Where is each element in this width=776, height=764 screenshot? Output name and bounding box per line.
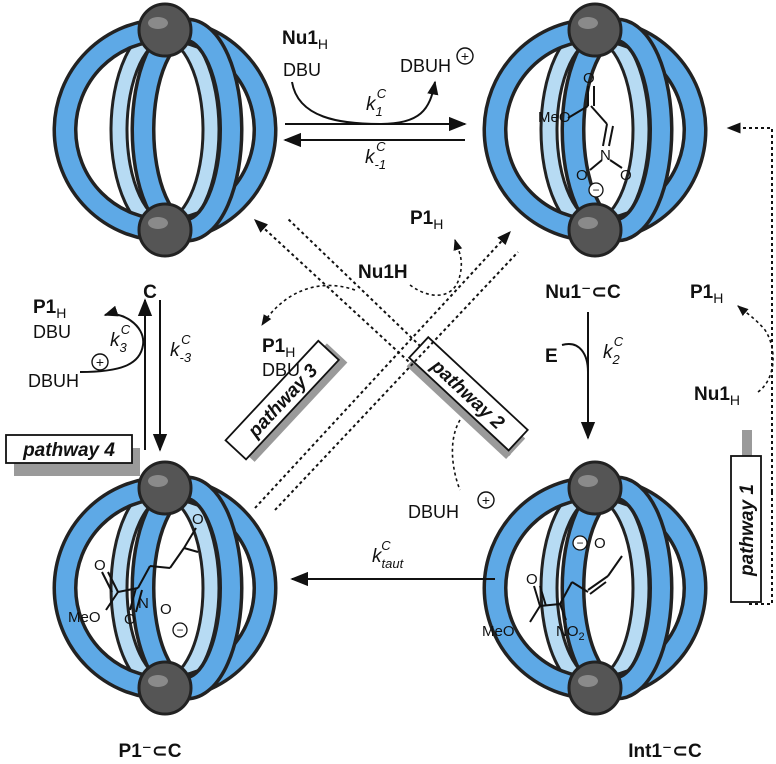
- meo-label-2: MeO: [482, 623, 515, 640]
- rate-ktaut: ktautC: [372, 538, 405, 571]
- pathway-4-label: pathway 4: [22, 440, 115, 461]
- rate-k1: k1C: [366, 86, 387, 119]
- no2-label: NO2: [556, 623, 585, 643]
- label-p1-complex: P1⁻⊂C: [119, 741, 182, 762]
- molecule-int1: [529, 555, 623, 623]
- molecule-p1: [101, 527, 199, 613]
- rate-km3: k-3C: [170, 332, 192, 365]
- n-label-1: N: [600, 147, 611, 164]
- svg-text:−: −: [576, 536, 583, 550]
- curve-arrow-k3: [79, 305, 145, 373]
- curve-arrow-pathway-3-top: [409, 238, 463, 297]
- rate-k2: k2C: [603, 334, 624, 367]
- rate-km1: k-1C: [365, 139, 386, 172]
- reagent-p1h-left: P1H: [33, 297, 66, 321]
- o-label-7: O: [94, 557, 106, 574]
- curve-arrow-pathway-2: [451, 419, 461, 491]
- reagent-p1h-right: P1H: [690, 282, 723, 306]
- charge-minus-2: [572, 535, 588, 551]
- curve-arrow-e: [561, 343, 589, 373]
- label-c: C: [143, 282, 157, 303]
- reagent-dbu-mid: DBU: [262, 360, 300, 380]
- reagent-nu1h-top: Nu1H: [282, 28, 328, 52]
- reagent-dbu-top: DBU: [283, 60, 321, 80]
- reagent-e: E: [545, 346, 558, 367]
- pathway-2-box-group: pathway 2: [406, 335, 529, 460]
- pathway-4-box: [5, 434, 133, 464]
- pathway-1-box: [730, 455, 762, 603]
- curve-arrow-pathway-1: [737, 305, 774, 393]
- rate-k3: k3C: [110, 322, 131, 355]
- curve-arrow-pathway-3-left: [261, 284, 356, 326]
- arrow-pathway-3: [254, 230, 511, 509]
- reagent-dbuh-left: DBUH: [28, 371, 79, 391]
- svg-text:+: +: [482, 492, 490, 508]
- reagent-p1h-mid: P1H: [262, 336, 295, 360]
- o-label-8: O: [124, 611, 136, 628]
- reagent-p1h-center: P1H: [410, 208, 443, 232]
- charge-plus-2: [91, 353, 109, 371]
- pathway-1-label: pathway 1: [737, 484, 758, 577]
- charge-plus-3: [477, 491, 495, 509]
- molecule-nu1: [567, 86, 623, 171]
- ring-p1-complex: [65, 462, 265, 714]
- meo-label-3: MeO: [68, 609, 101, 626]
- ring-int1-complex: [495, 462, 695, 714]
- reagent-nu1h-right: Nu1H: [694, 384, 740, 408]
- o-label-6: O: [192, 511, 204, 528]
- n-label-2: N: [138, 595, 149, 612]
- reagent-dbu-left: DBU: [33, 322, 71, 342]
- svg-text:+: +: [96, 354, 104, 370]
- charge-plus-1: [456, 47, 474, 65]
- charge-minus-1: [588, 182, 604, 198]
- arrow-pathway-2: [253, 219, 511, 456]
- o-label-1: O: [583, 70, 595, 87]
- svg-text:−: −: [592, 183, 599, 197]
- ring-c: [65, 4, 265, 256]
- charge-minus-3: [172, 622, 188, 638]
- label-nu1-complex: Nu1⁻⊂C: [545, 282, 621, 303]
- o-label-9: O: [160, 601, 172, 618]
- curve-arrow-k1: [291, 80, 439, 126]
- reagent-nu1h-center: Nu1H: [358, 262, 408, 283]
- meo-label-1: MeO: [538, 109, 571, 126]
- arrow-pathway-1-bottom: [748, 492, 773, 605]
- arrow-pathway-3-b: [274, 251, 519, 511]
- o-label-5: O: [526, 571, 538, 588]
- o-label-2: O: [576, 167, 588, 184]
- o-label-4: O: [594, 535, 606, 552]
- reagent-dbuh-top: DBUH: [400, 56, 451, 76]
- svg-text:−: −: [176, 623, 183, 637]
- reagent-dbuh-center: DBUH: [408, 502, 459, 522]
- svg-text:+: +: [461, 48, 469, 64]
- ring-nu1-complex: [495, 4, 695, 256]
- label-int1-complex: Int1⁻⊂C: [628, 741, 702, 762]
- o-label-3: O: [620, 167, 632, 184]
